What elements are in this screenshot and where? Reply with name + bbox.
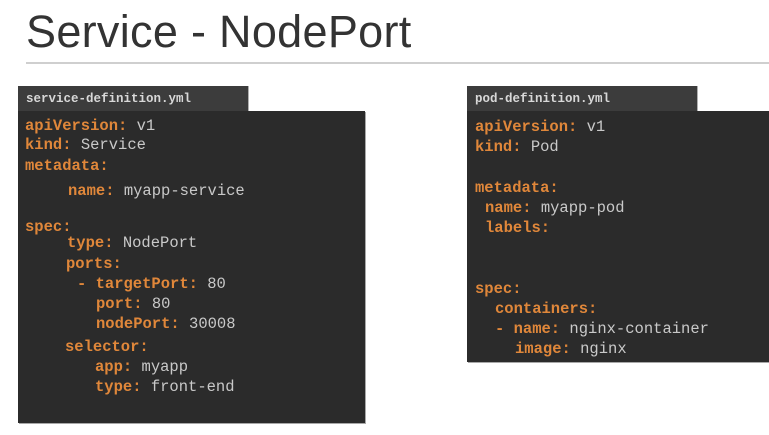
code-line: metadata: xyxy=(475,178,559,198)
yaml-key: metadata: xyxy=(25,157,109,175)
title-divider xyxy=(26,62,769,64)
slide-title: Service - NodePort xyxy=(26,6,412,57)
code-line: labels: xyxy=(485,218,550,238)
yaml-key: selector: xyxy=(65,338,149,356)
code-line: apiVersion: v1 xyxy=(25,116,155,136)
yaml-key: labels: xyxy=(485,219,551,237)
code-line: metadata: xyxy=(25,156,109,176)
yaml-value: NodePort xyxy=(113,234,198,252)
service-code-panel: apiVersion: v1 kind: Service metadata: n… xyxy=(18,111,365,423)
yaml-key: apiVersion: xyxy=(475,118,578,136)
yaml-key: spec: xyxy=(25,218,72,236)
yaml-value: v1 xyxy=(127,117,156,135)
service-file-tab: service-definition.yml xyxy=(18,86,248,111)
yaml-key: app: xyxy=(95,358,133,376)
code-line: kind: Service xyxy=(25,135,146,155)
code-line: nodePort: 30008 xyxy=(96,314,236,334)
code-line: spec: xyxy=(475,279,522,299)
yaml-key: kind: xyxy=(475,138,522,156)
yaml-key: image: xyxy=(515,340,571,358)
yaml-key: type: xyxy=(67,234,114,252)
yaml-key: port: xyxy=(96,295,143,313)
yaml-value: myapp-pod xyxy=(531,199,625,217)
yaml-value: myapp xyxy=(132,358,189,376)
code-line: port: 80 xyxy=(96,294,170,314)
code-line: - name: nginx-container xyxy=(495,319,709,339)
yaml-key: metadata: xyxy=(475,179,559,197)
code-line: - targetPort: 80 xyxy=(77,274,226,294)
yaml-key: - name: xyxy=(495,320,561,338)
yaml-value: myapp-service xyxy=(114,182,245,200)
code-line: name: myapp-service xyxy=(68,181,245,201)
code-line: spec: xyxy=(25,217,72,237)
code-line: type: front-end xyxy=(95,377,235,397)
yaml-value: 30008 xyxy=(179,315,236,333)
yaml-key: ports: xyxy=(66,255,122,273)
yaml-value: front-end xyxy=(141,378,235,396)
code-line: containers: xyxy=(495,299,597,319)
yaml-value: nginx xyxy=(570,340,627,358)
code-line: apiVersion: v1 xyxy=(475,117,605,137)
yaml-key: apiVersion: xyxy=(25,117,128,135)
yaml-value: Pod xyxy=(521,138,559,156)
yaml-value: 80 xyxy=(142,295,171,313)
pod-code-panel: apiVersion: v1 kind: Pod metadata: name:… xyxy=(467,111,769,362)
yaml-value: nginx-container xyxy=(560,320,709,338)
yaml-key: spec: xyxy=(475,280,522,298)
code-line: app: myapp xyxy=(95,357,188,377)
yaml-key: kind: xyxy=(25,136,72,154)
code-line: image: nginx xyxy=(515,339,627,359)
code-line: ports: xyxy=(66,254,122,274)
yaml-value: v1 xyxy=(577,118,606,136)
yaml-key: containers: xyxy=(495,300,598,318)
pod-file-tab: pod-definition.yml xyxy=(467,86,697,111)
code-line: selector: xyxy=(65,337,149,357)
yaml-key: type: xyxy=(95,378,142,396)
yaml-value: Service xyxy=(71,136,146,154)
yaml-key: - targetPort: xyxy=(77,275,198,293)
yaml-key: name: xyxy=(485,199,532,217)
yaml-value: 80 xyxy=(197,275,226,293)
yaml-key: nodePort: xyxy=(96,315,180,333)
yaml-key: name: xyxy=(68,182,115,200)
code-line: type: NodePort xyxy=(67,233,197,253)
code-line: kind: Pod xyxy=(475,137,559,157)
code-line: name: myapp-pod xyxy=(485,198,625,218)
